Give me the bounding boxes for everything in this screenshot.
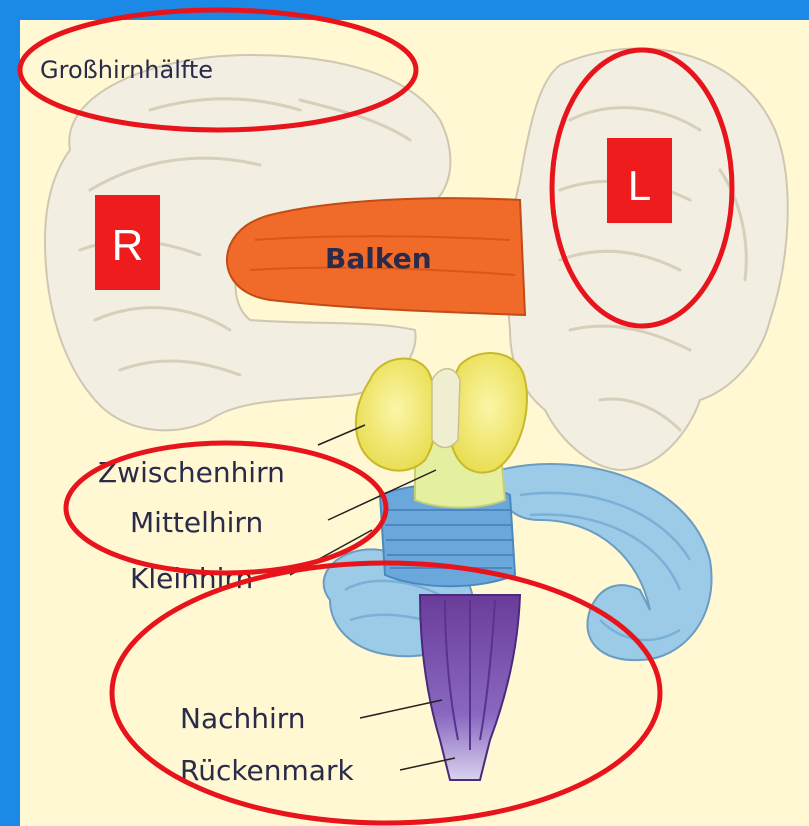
label-grosshirnhaelfte: Großhirnhälfte — [40, 56, 213, 84]
badge-left: L — [607, 138, 672, 223]
svg-text:L: L — [628, 162, 651, 209]
label-rueckenmark: Rückenmark — [180, 754, 354, 787]
label-balken: Balken — [325, 242, 432, 275]
badge-right: R — [95, 195, 160, 290]
label-zwischenhirn: Zwischenhirn — [98, 456, 285, 489]
svg-text:R: R — [112, 221, 144, 270]
label-mittelhirn: Mittelhirn — [130, 506, 263, 539]
label-nachhirn: Nachhirn — [180, 702, 306, 735]
